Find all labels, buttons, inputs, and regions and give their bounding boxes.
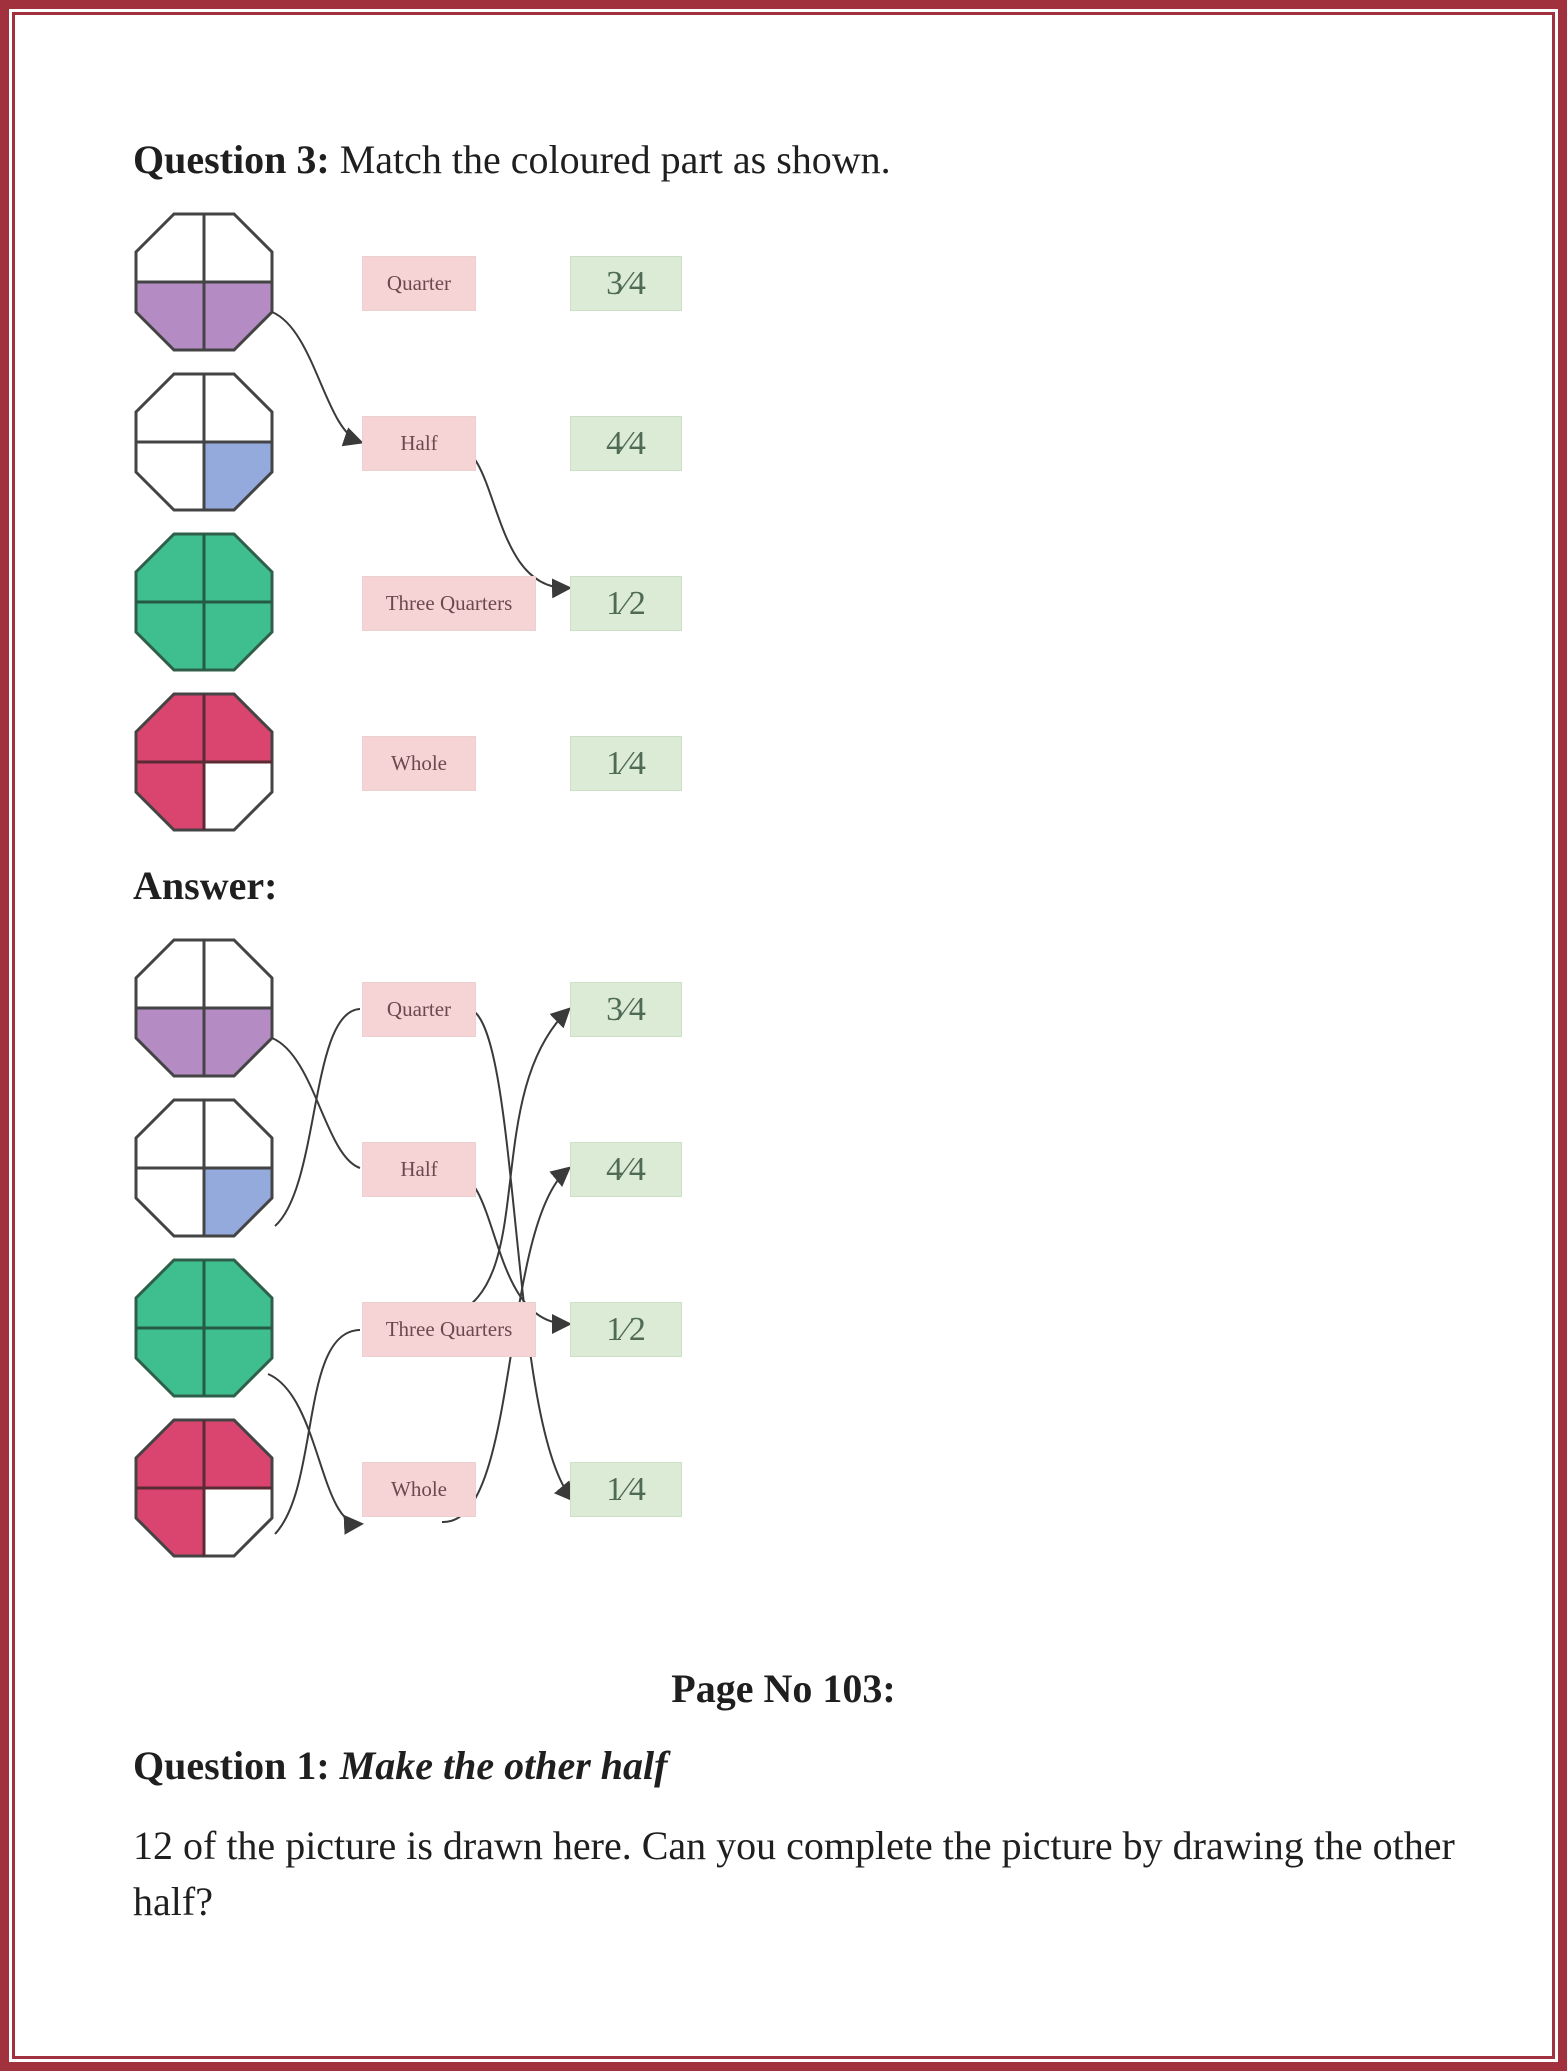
fraction-label: 1⁄4 (606, 744, 646, 782)
fraction-box-three-quarters[interactable]: 3⁄4 (570, 982, 682, 1037)
octagon-whole-shaded-icon (134, 1258, 274, 1398)
page-inner-border (12, 12, 1555, 2059)
question-matching-diagram: Quarter Half Three Quarters Whole 3⁄4 4⁄… (120, 200, 720, 840)
fraction-box-one-quarter[interactable]: 1⁄4 (570, 736, 682, 791)
fraction-label: 4⁄4 (606, 1150, 646, 1188)
question-1-heading: Question 1: Make the other half (133, 1742, 667, 1789)
arrow-whole-shape-to-whole (267, 1373, 364, 1535)
arrow-three-quarters-to-three-quarters (449, 1007, 571, 1317)
question-3-label: Question 3: (133, 137, 330, 182)
fraction-label: 1⁄2 (606, 584, 646, 622)
fraction-label: 3⁄4 (606, 990, 646, 1028)
arrow-quarter-to-one-quarter (471, 1009, 575, 1503)
octagon-three-quarters-shaded-icon (134, 692, 274, 832)
fraction-label: 1⁄2 (606, 1310, 646, 1348)
word-box-whole[interactable]: Whole (362, 1462, 476, 1517)
octagon-three-quarters-shaded-icon (134, 1418, 274, 1558)
question-1-title: Make the other half (339, 1743, 668, 1788)
word-label: Three Quarters (385, 591, 513, 615)
word-box-whole[interactable]: Whole (362, 736, 476, 791)
word-label: Half (400, 1157, 438, 1181)
word-label: Whole (391, 751, 447, 775)
example-arrow-shape-to-half (271, 311, 364, 447)
arrow-quarter-shape-to-quarter (274, 1008, 361, 1227)
word-box-three-quarters[interactable]: Three Quarters (362, 576, 536, 631)
fraction-label: 3⁄4 (606, 264, 646, 302)
question-1-body: 12 of the picture is drawn here. Can you… (133, 1823, 1455, 1924)
fraction-box-one-half[interactable]: 1⁄2 (570, 1302, 682, 1357)
word-label: Quarter (386, 271, 452, 295)
answer-matching-diagram: Quarter Half Three Quarters Whole 3⁄4 4⁄… (120, 926, 720, 1566)
word-label: Quarter (386, 997, 452, 1021)
fraction-box-one-quarter[interactable]: 1⁄4 (570, 1462, 682, 1517)
fraction-label: 1⁄4 (606, 1470, 646, 1508)
octagon-half-shaded-icon (134, 212, 274, 352)
fraction-box-four-quarters[interactable]: 4⁄4 (570, 1142, 682, 1197)
arrow-half-shape-to-half (271, 1037, 361, 1169)
octagon-whole-shaded-icon (134, 532, 274, 672)
word-box-half[interactable]: Half (362, 416, 476, 471)
fraction-box-four-quarters[interactable]: 4⁄4 (570, 416, 682, 471)
word-label: Whole (391, 1477, 447, 1501)
fraction-label: 4⁄4 (606, 424, 646, 462)
fraction-box-one-half[interactable]: 1⁄2 (570, 576, 682, 631)
fraction-box-three-quarters[interactable]: 3⁄4 (570, 256, 682, 311)
octagon-quarter-shaded-icon (134, 1098, 274, 1238)
question-1-label: Question 1: (133, 1743, 340, 1788)
answer-label: Answer: (133, 863, 278, 908)
word-label: Three Quarters (385, 1317, 513, 1341)
arrow-three-quarters-shape-to-three-quarters (274, 1329, 361, 1535)
answer-shapes-and-arrows (134, 938, 575, 1558)
question-3-heading: Question 3: Match the coloured part as s… (133, 136, 891, 184)
octagon-half-shaded-icon (134, 938, 274, 1078)
word-box-quarter[interactable]: Quarter (362, 256, 476, 311)
question-shapes-and-arrows (134, 212, 572, 832)
page-number-heading: Page No 103: (671, 1666, 896, 1711)
octagon-quarter-shaded-icon (134, 372, 274, 512)
word-box-half[interactable]: Half (362, 1142, 476, 1197)
word-label: Half (400, 431, 438, 455)
word-box-three-quarters[interactable]: Three Quarters (362, 1302, 536, 1357)
question-3-text: Match the coloured part as shown. (329, 137, 891, 182)
word-box-quarter[interactable]: Quarter (362, 982, 476, 1037)
